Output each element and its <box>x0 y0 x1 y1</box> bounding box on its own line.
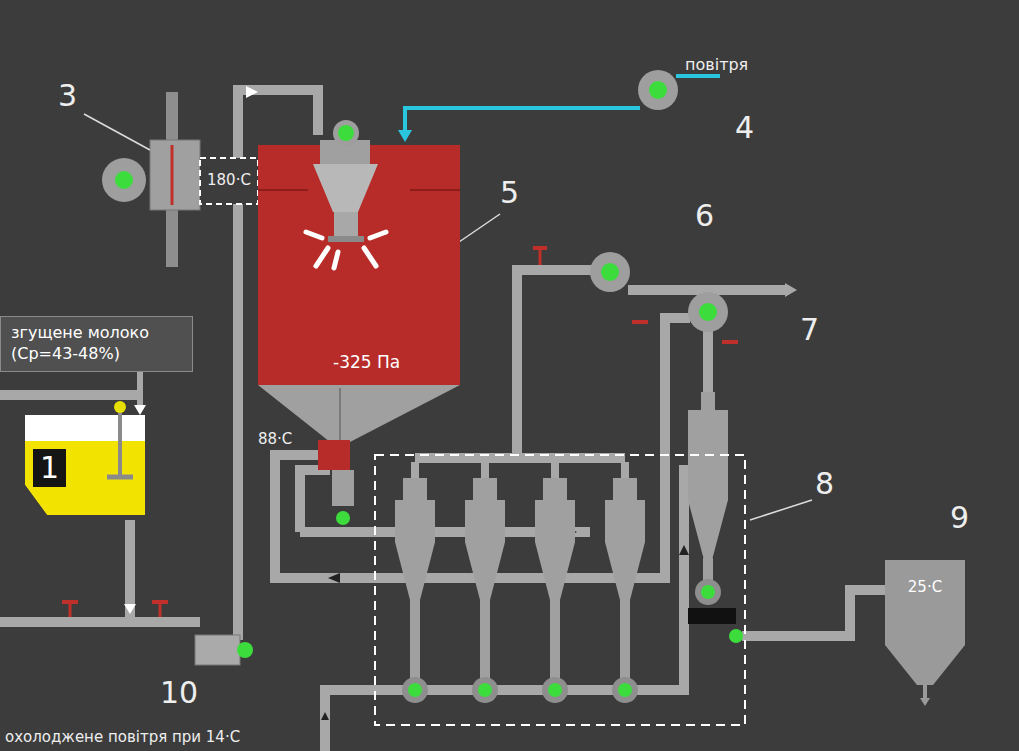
stream-label: повітря <box>683 55 750 74</box>
node-text: 25·C <box>885 578 965 596</box>
drying-chamber: -325 Па <box>258 120 460 475</box>
drying-chamber-shape <box>258 120 460 475</box>
callout-number: 4 <box>735 110 754 145</box>
milk-tank: 1 <box>25 415 150 520</box>
stream-label: охолоджене повітря при 14·C <box>5 728 240 746</box>
callout-number: 3 <box>58 78 77 113</box>
node-text: 1 <box>33 449 66 487</box>
info-box: згущене молоко (Ср=43-48%) <box>0 316 193 372</box>
node-text: згущене молоко (Ср=43-48%) <box>11 323 182 365</box>
temperature-label: 88·C <box>256 430 294 448</box>
node-text: -325 Па <box>333 352 400 372</box>
temperature-label: 180·C <box>205 171 253 189</box>
callout-number: 7 <box>800 312 819 347</box>
flow-connector <box>134 372 146 415</box>
callout-number: 10 <box>160 675 198 710</box>
callout-number: 5 <box>500 175 519 210</box>
callout-number: 6 <box>695 198 714 233</box>
powder-hopper: 25·C <box>885 560 965 705</box>
callout-number: 8 <box>815 466 834 501</box>
callout-number: 9 <box>950 500 969 535</box>
